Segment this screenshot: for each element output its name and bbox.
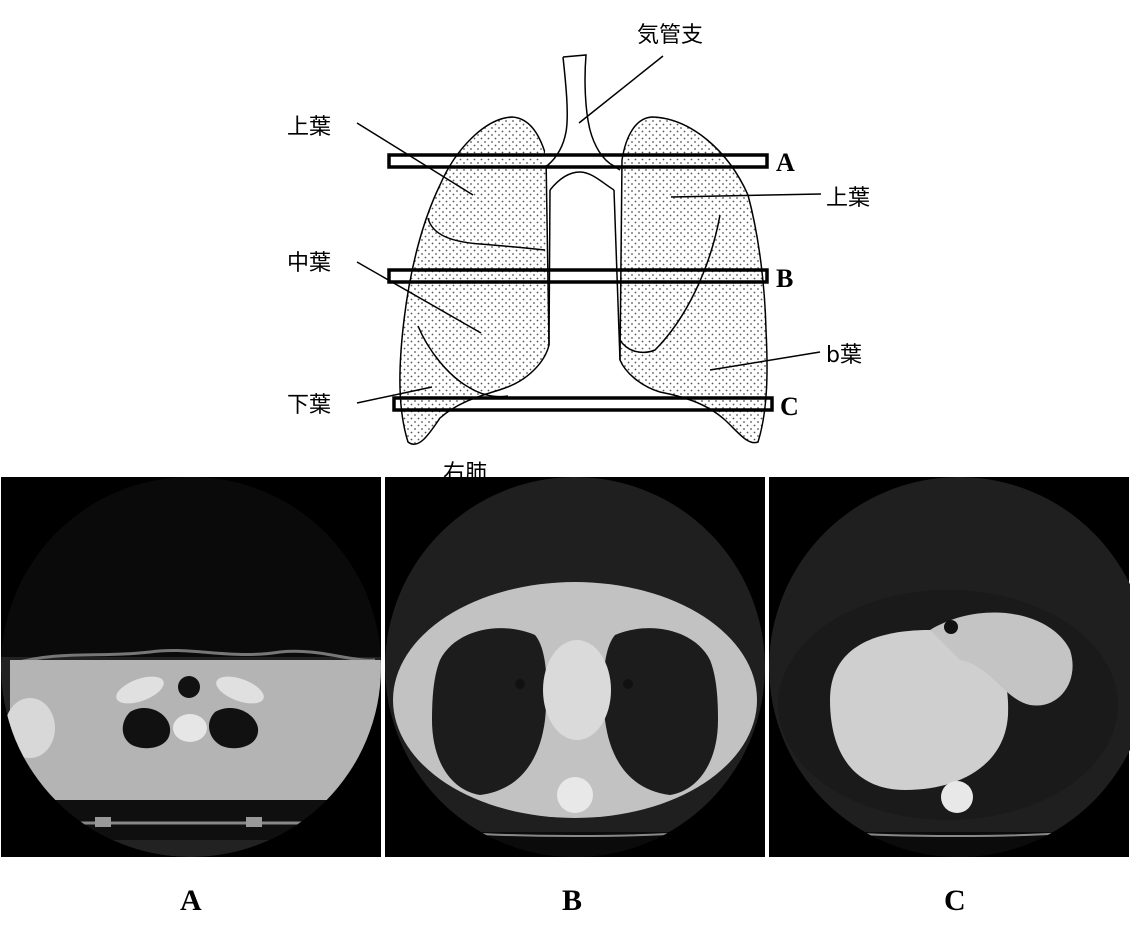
label-left-upper-lobe: 上葉 [826, 186, 870, 211]
ct-panel-c [769, 477, 1130, 862]
panel-label-c: C [944, 884, 966, 917]
label-right-middle-lobe: 中葉 [287, 251, 331, 276]
leader-bronchus [579, 56, 663, 123]
label-bronchus: 気管支 [637, 23, 703, 48]
mediastinum-left-edge [549, 190, 550, 345]
label-right-upper-lobe: 上葉 [287, 115, 331, 140]
slice-label-b: B [776, 264, 793, 293]
panel-label-b: B [562, 884, 582, 917]
label-left-b-lobe: b葉 [826, 343, 862, 368]
ct-panel-a [1, 477, 382, 857]
panel-labels: A B C [180, 884, 966, 917]
carina [550, 172, 614, 190]
ct-panel-b [385, 477, 765, 862]
trachea [542, 55, 620, 170]
panel-label-a: A [180, 884, 202, 917]
mediastinum-right-edge [614, 190, 620, 360]
slice-label-c: C [780, 392, 799, 421]
slice-label-a: A [776, 148, 795, 177]
lung-schematic [400, 55, 767, 444]
label-right-lower-lobe: 下葉 [287, 393, 331, 418]
